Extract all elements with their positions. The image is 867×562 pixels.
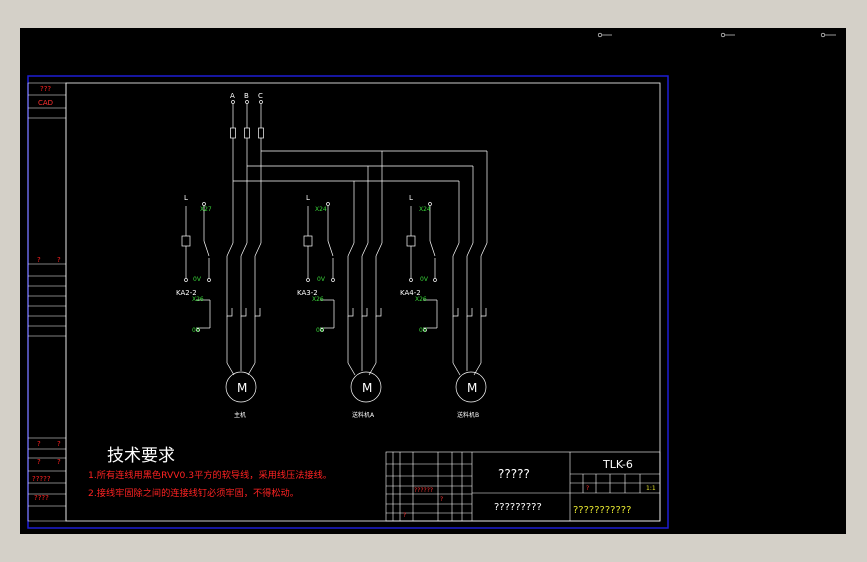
circuit-3-L: L	[409, 194, 413, 202]
title-name: ?????	[498, 467, 530, 481]
circuit-2-ov2: 0V	[316, 327, 325, 334]
circuit-3: L X24 0V KA4-2 X26 0V M 送料机B	[400, 194, 488, 419]
circuit-1-relay: KA2-2	[176, 289, 197, 297]
circuit-2-relay: KA3-2	[297, 289, 318, 297]
circuit-1-motor: M	[237, 381, 247, 395]
circuit-2-top: X24	[315, 206, 327, 213]
circuit-2-relay-sub: X26	[312, 296, 324, 303]
title-scale: 1:1	[646, 485, 656, 492]
notes-line-2: 2.接线牢固除之间的连接线钉必须牢固，不得松动。	[88, 487, 299, 499]
circuit-2: L X24 0V KA3-2 X26 0V M 送料机A	[297, 194, 383, 419]
circuit-3-caption: 送料机B	[457, 411, 479, 419]
cad-viewport[interactable]: ??? CAD ? ? ? ? ? ? ????? ???? A B C	[20, 28, 846, 534]
sidebar-code: ???	[40, 85, 51, 93]
circuit-2-caption: 送料机A	[352, 411, 375, 419]
notes-line-1: 1.所有连线用黑色RVV0.3平方的软导线，采用线压法接线。	[88, 469, 332, 481]
sidebar-bottom-a: ?	[37, 440, 41, 448]
circuit-3-top: X24	[419, 206, 431, 213]
circuit-3-relay: KA4-2	[400, 289, 421, 297]
title-bottom: ???????????	[573, 505, 631, 516]
notes-title: 技术要求	[107, 446, 175, 466]
phase-labels: A B C	[230, 92, 263, 100]
sidebar-mid-a: ?	[37, 256, 41, 264]
circuit-1: L X27 0V KA2-2 X26 0V M 主机	[176, 194, 262, 419]
circuit-1-ov2: 0V	[192, 327, 201, 334]
phase-c: C	[258, 92, 263, 100]
sidebar-mid-b: ?	[57, 256, 61, 264]
sidebar-bottom-d: ?	[57, 458, 61, 466]
circuit-2-L: L	[306, 194, 310, 202]
viewport-markers	[597, 32, 836, 38]
circuit-1-top: X27	[200, 206, 212, 213]
technical-notes: 技术要求 1.所有连线用黑色RVV0.3平方的软导线，采用线压法接线。 2.接线…	[88, 446, 332, 499]
title-small-b: ?	[403, 512, 406, 519]
circuit-3-ov: 0V	[420, 276, 429, 283]
title-block	[385, 451, 661, 522]
circuit-3-ov2: 0V	[419, 327, 428, 334]
left-sidebar	[27, 82, 67, 522]
phase-a: A	[230, 92, 235, 100]
supply-bus	[230, 100, 488, 243]
sidebar-bottom-b: ?	[57, 440, 61, 448]
circuit-2-ov: 0V	[317, 276, 326, 283]
circuit-1-L: L	[184, 194, 188, 202]
circuit-2-motor: M	[362, 381, 372, 395]
title-small-a: ?	[440, 496, 443, 503]
sidebar-bottom-e: ?????	[32, 475, 51, 483]
circuit-1-ov: 0V	[193, 276, 202, 283]
sidebar-cad: CAD	[38, 99, 53, 107]
circuit-1-caption: 主机	[234, 411, 246, 419]
sidebar-bottom-f: ????	[34, 494, 49, 502]
circuit-3-relay-sub: X26	[415, 296, 427, 303]
electrical-schematic: ??? CAD ? ? ? ? ? ? ????? ???? A B C	[27, 32, 836, 529]
sidebar-texts: ??? CAD ? ? ? ? ? ? ????? ????	[32, 85, 61, 502]
circuit-1-relay-sub: X26	[192, 296, 204, 303]
title-block-texts: ????? TLK-6 ????????? ??????????? 1:1 ? …	[403, 458, 656, 519]
phase-b: B	[244, 92, 249, 100]
title-small-q: ?	[586, 485, 589, 492]
title-drawing-no: TLK-6	[602, 458, 633, 471]
title-company: ?????????	[494, 502, 542, 513]
circuit-3-motor: M	[467, 381, 477, 395]
sidebar-bottom-c: ?	[37, 458, 41, 466]
title-row-q: ??????	[414, 487, 433, 494]
